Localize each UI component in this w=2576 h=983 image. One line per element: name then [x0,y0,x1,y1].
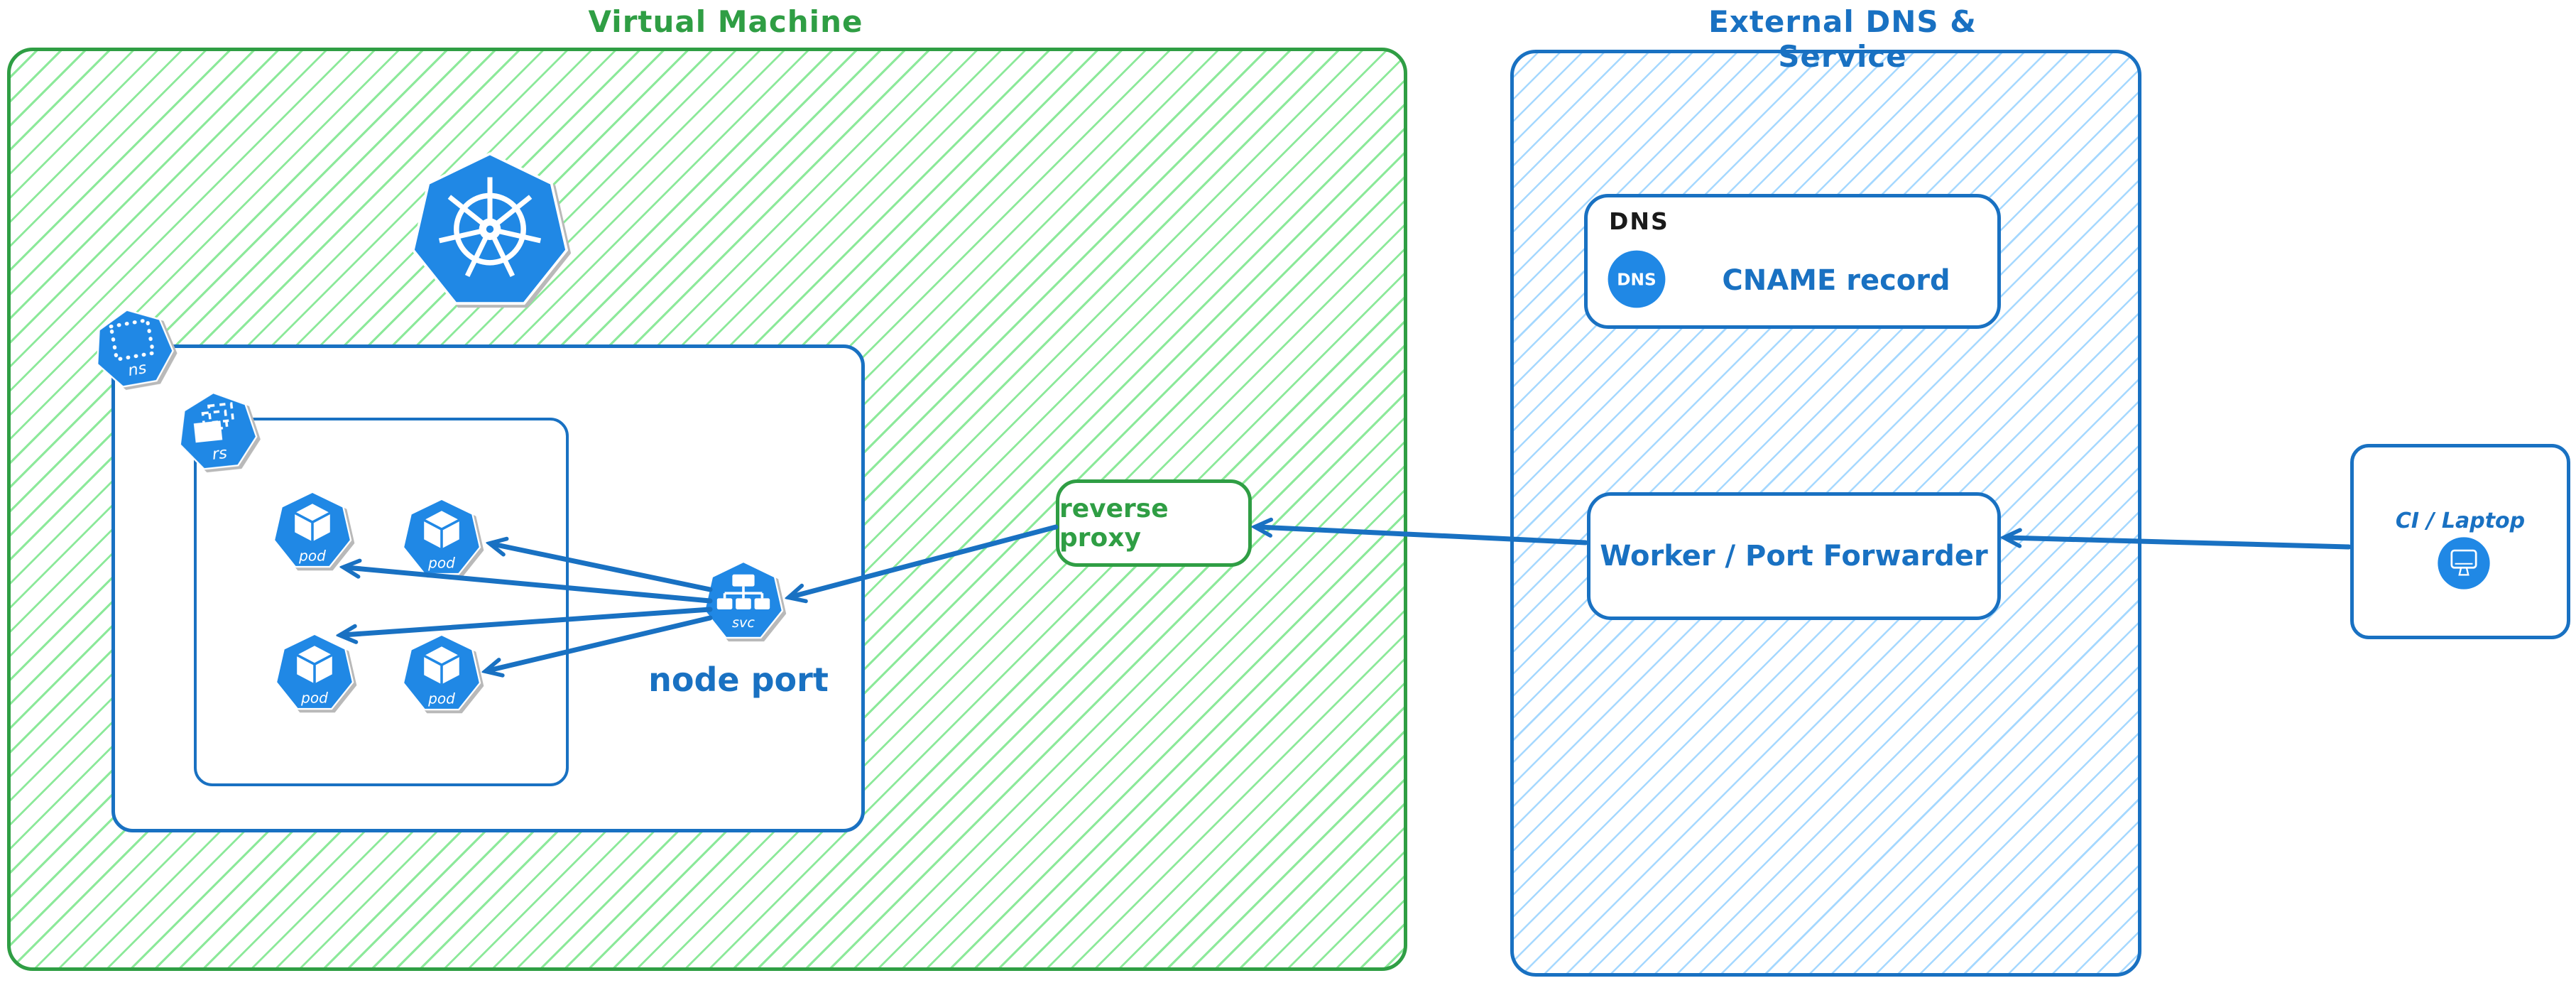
namespace-icon: ns [96,309,174,388]
svg-text:ns: ns [126,359,148,380]
pod-icon: pod [402,634,481,711]
svg-text:pod: pod [427,690,455,707]
worker-box: Worker / Port Forwarder [1587,492,2001,620]
dns-record-card: DNS DNS CNAME record [1584,194,2001,329]
ci-laptop-label: CI / Laptop [2395,509,2526,533]
ci-laptop-box: CI / Laptop [2350,444,2570,639]
replicaset-box [194,418,569,786]
svg-text:pod: pod [298,547,326,564]
pod-icon: pod [273,491,352,568]
virtual-machine-title: Virtual Machine [588,4,863,39]
cname-record-label: CNAME record [1722,264,1950,297]
replicaset-icon: rs [179,391,258,470]
external-dns-title: External DNS & Service [1708,4,1977,74]
pod-icon: pod [402,498,481,575]
monitor-icon [2438,537,2490,590]
svg-text:rs: rs [212,444,229,464]
node-port-label: node port [648,661,829,699]
svg-text:pod: pod [427,554,455,571]
dns-icon: DNS [1608,250,1666,308]
pod-icon: pod [275,633,354,710]
svg-text:pod: pod [300,689,328,706]
reverse-proxy-label: reverse proxy [1059,494,1169,553]
service-icon: svc [703,560,784,639]
svg-text:svc: svc [732,614,755,631]
svg-text:DNS: DNS [1617,271,1656,290]
dns-group-label: DNS [1609,207,1669,235]
worker-label: Worker / Port Forwarder [1600,540,1988,572]
kubernetes-icon [411,152,569,305]
reverse-proxy-box: reverse proxy [1056,479,1252,567]
